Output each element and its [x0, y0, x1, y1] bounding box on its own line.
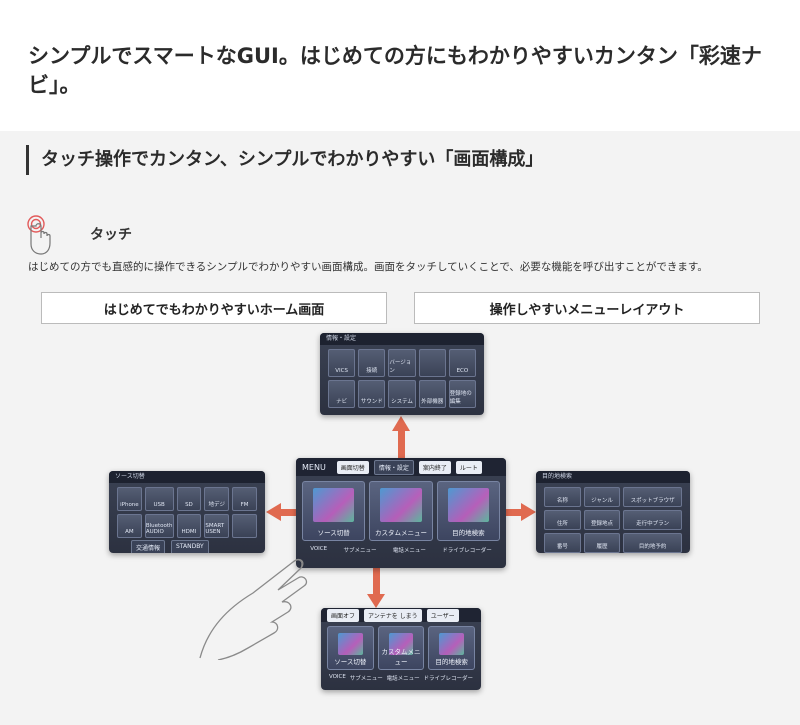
- settings-tile[interactable]: サウンド: [358, 380, 386, 408]
- phone-menu-button[interactable]: 電話メニュー: [386, 676, 420, 682]
- section-heading: タッチ操作でカンタン、シンプルでわかりやすい「画面構成」: [41, 149, 544, 170]
- settings-tile[interactable]: 登録地の編集: [448, 380, 476, 408]
- destination-tile[interactable]: 登録地点: [583, 510, 621, 530]
- custom-menu-icon: [388, 633, 414, 655]
- arrow-right-head: [521, 503, 536, 521]
- source-tile[interactable]: USB: [144, 487, 174, 511]
- voice-button[interactable]: VOICE: [310, 546, 328, 552]
- destination-tile[interactable]: 履歴: [583, 533, 621, 553]
- arrow-down: [373, 568, 380, 596]
- settings-tile[interactable]: 接続: [358, 349, 386, 377]
- settings-tile[interactable]: システム: [388, 380, 416, 408]
- settings-tile[interactable]: ECO: [448, 349, 476, 377]
- custom-menu-tile[interactable]: カスタムメニュー: [369, 481, 433, 541]
- settings-tile[interactable]: ナビ: [328, 380, 356, 408]
- map-pin-icon: [447, 488, 489, 522]
- source-switch-tile[interactable]: ソース切替: [327, 626, 374, 670]
- map-pin-icon: [439, 633, 465, 655]
- arrow-up-head: [392, 416, 410, 431]
- source-tile[interactable]: iPhone: [117, 487, 142, 511]
- source-tile[interactable]: SMART USEN: [204, 514, 230, 538]
- destination-tile[interactable]: スポットブラウザ: [623, 487, 682, 507]
- destination-tile[interactable]: 住所: [544, 510, 581, 530]
- standby-button[interactable]: STANDBY: [171, 540, 209, 553]
- settings-screen-bar: 情報・設定: [320, 333, 484, 345]
- source-switch-tile[interactable]: ソース切替: [302, 481, 366, 541]
- screen-switch-button[interactable]: 画面切替: [336, 460, 369, 474]
- arrow-up: [398, 430, 405, 460]
- sub-menu-button[interactable]: サブメニュー: [343, 548, 377, 554]
- info-settings-button[interactable]: 情報・設定: [373, 459, 414, 475]
- source-tile[interactable]: SD: [176, 487, 202, 511]
- submenu-screen[interactable]: 画面オフ アンテナを しまう ユーザー ソース切替 カスタムメニュー 目的地検索…: [321, 608, 481, 690]
- section-heading-wrap: タッチ操作でカンタン、シンプルでわかりやすい「画面構成」: [26, 145, 543, 175]
- destination-screen-bar: 目的地検索: [536, 471, 690, 483]
- source-tile[interactable]: Bluetooth AUDIO: [144, 514, 174, 538]
- route-button[interactable]: ルート: [455, 460, 482, 474]
- music-icon: [338, 633, 363, 655]
- source-tile[interactable]: FM: [232, 487, 257, 511]
- home-screen[interactable]: MENU 画面切替 情報・設定 案内終了 ルート ソース切替 カスタムメニュー …: [296, 458, 506, 568]
- phone-menu-button[interactable]: 電話メニュー: [392, 548, 426, 554]
- custom-menu-icon: [380, 488, 422, 522]
- source-tile[interactable]: HDMI: [176, 514, 202, 538]
- settings-tile[interactable]: 外部機器: [418, 380, 446, 408]
- touch-label: タッチ: [90, 227, 132, 243]
- destination-tile[interactable]: ジャンル: [583, 487, 621, 507]
- hand-icon: [199, 558, 308, 660]
- destination-search-tile[interactable]: 目的地検索: [428, 626, 476, 670]
- drive-recorder-button[interactable]: ドライブレコーダー: [423, 676, 474, 682]
- source-screen[interactable]: ソース切替 iPhone USB SD 地デジ FM AM Bluetooth …: [109, 471, 265, 553]
- settings-tile[interactable]: バージョン: [388, 349, 416, 377]
- end-guidance-button[interactable]: 案内終了: [418, 460, 451, 474]
- destination-search-tile[interactable]: 目的地検索: [436, 481, 500, 541]
- destination-tile[interactable]: 目的地予約: [623, 533, 682, 553]
- settings-tile[interactable]: VICS: [328, 349, 356, 377]
- arrow-left: [280, 509, 298, 516]
- destination-tile[interactable]: 名称: [544, 487, 581, 507]
- screen-off-button[interactable]: 画面オフ: [327, 608, 360, 622]
- page-title: シンプルでスマートなGUI。はじめての方にもわかりやすいカンタン「彩速ナビ」。: [28, 44, 762, 97]
- antenna-button[interactable]: アンテナを しまう: [364, 608, 422, 622]
- source-tile[interactable]: 地デジ: [204, 487, 230, 511]
- traffic-info-button[interactable]: 交通情報: [131, 540, 166, 553]
- touch-icon: [27, 215, 51, 255]
- destination-screen[interactable]: 目的地検索 名称 ジャンル スポットブラウザ 住所 登録地点 走行中プラン 番号…: [536, 471, 690, 553]
- menu-label: MENU: [302, 462, 326, 472]
- arrow-down-head: [367, 594, 385, 608]
- arrow-right: [506, 509, 522, 516]
- user-button[interactable]: ユーザー: [426, 608, 459, 622]
- settings-screen[interactable]: 情報・設定 VICS 接続 バージョン ECO ナビ サウンド システム 外部機…: [320, 333, 484, 415]
- destination-tile[interactable]: 走行中プラン: [623, 510, 682, 530]
- music-icon: [313, 488, 355, 522]
- settings-tile[interactable]: [418, 349, 446, 377]
- source-screen-bar: ソース切替: [109, 471, 265, 483]
- source-tile[interactable]: AM: [117, 514, 142, 538]
- destination-tile[interactable]: 番号: [544, 533, 581, 553]
- custom-menu-tile[interactable]: カスタムメニュー: [377, 626, 425, 670]
- description: はじめての方でも直感的に操作できるシンプルでわかりやすい画面構成。画面をタッチし…: [28, 261, 708, 273]
- home-screen-label: はじめてでもわかりやすいホーム画面: [41, 292, 387, 324]
- arrow-left-head: [266, 503, 281, 521]
- drive-recorder-button[interactable]: ドライブレコーダー: [442, 548, 492, 554]
- sub-menu-button[interactable]: サブメニュー: [349, 676, 383, 682]
- source-tile[interactable]: [232, 514, 257, 538]
- voice-button[interactable]: VOICE: [328, 674, 346, 680]
- menu-layout-label: 操作しやすいメニューレイアウト: [414, 292, 760, 324]
